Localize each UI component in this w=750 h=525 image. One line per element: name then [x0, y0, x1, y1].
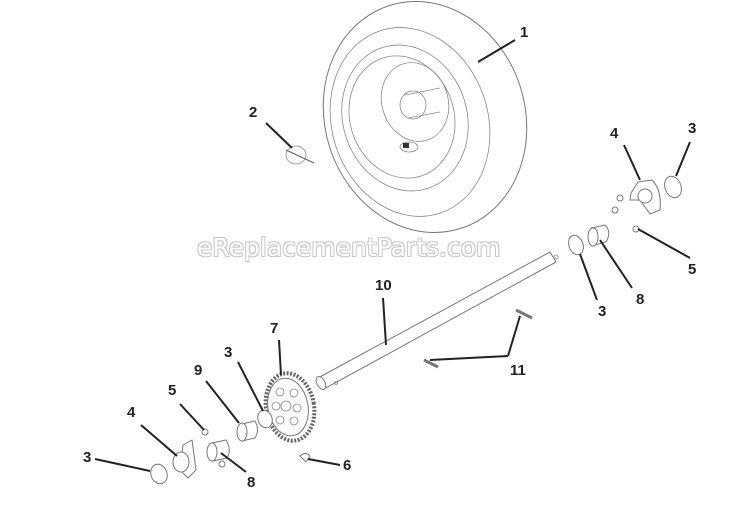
callout-2: 2: [249, 104, 258, 121]
callout-3-bottom-left: 3: [83, 449, 92, 466]
callout-5-left: 5: [168, 382, 177, 399]
callout-10: 10: [375, 277, 392, 294]
callout-5-right: 5: [688, 261, 697, 278]
callout-1: 1: [520, 24, 529, 41]
wheel-part: [322, 1, 528, 233]
callout-7: 7: [270, 320, 279, 337]
callout-4-right: 4: [610, 125, 619, 142]
callout-9: 9: [194, 362, 203, 379]
right-hub-parts: [568, 175, 682, 256]
callout-11: 11: [510, 362, 526, 379]
gear-part: [263, 371, 317, 443]
watermark-text: eReplacementParts.com: [197, 233, 501, 262]
callout-8-right: 8: [636, 291, 645, 308]
hitch-pin-part: [285, 145, 315, 165]
callout-8-left: 8: [247, 474, 256, 491]
leader-lines: [94, 39, 691, 473]
callout-3-mid-right: 3: [598, 303, 607, 320]
callout-4-left: 4: [127, 404, 136, 421]
callout-3-top-right: 3: [688, 120, 697, 137]
callout-3-mid-left: 3: [224, 344, 233, 361]
callout-6: 6: [343, 457, 352, 474]
axle-part: [315, 251, 559, 390]
roll-pin-parts: [423, 308, 533, 369]
